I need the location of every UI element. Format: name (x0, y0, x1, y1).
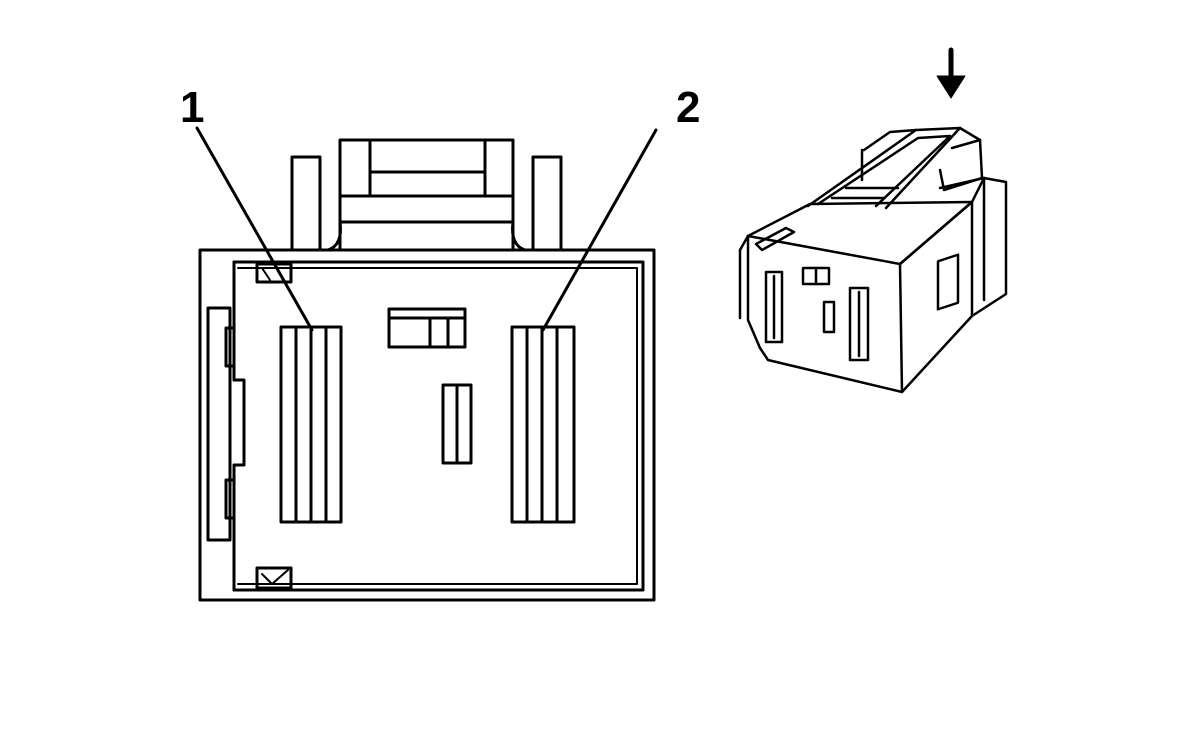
callout-1-label: 1 (180, 83, 204, 132)
iso-top-face (746, 200, 974, 266)
iso-terminal-slot-2 (848, 286, 870, 362)
housing-inner-frame (232, 260, 645, 592)
polarization-key (387, 307, 467, 349)
terminal-2 (510, 325, 576, 524)
terminal-1 (279, 325, 343, 524)
connector-isometric-view (738, 47, 1008, 394)
iso-top-latch (806, 126, 984, 210)
callout-1-leader (195, 126, 314, 332)
iso-side-window (936, 253, 960, 311)
corner-key-top (255, 262, 293, 284)
iso-center-slot (822, 300, 836, 334)
top-latch (290, 138, 563, 252)
callout-2-leader (541, 128, 658, 332)
side-lock-tab (206, 306, 246, 542)
iso-right-face (898, 200, 974, 394)
down-arrow-icon (936, 47, 966, 99)
corner-key-bottom (255, 566, 293, 590)
center-slot (441, 383, 473, 465)
housing-outer (198, 248, 656, 602)
iso-terminal-slot-1 (764, 270, 784, 344)
callout-2-label: 2 (676, 83, 700, 132)
connector-front-view: 1 2 (180, 83, 700, 602)
